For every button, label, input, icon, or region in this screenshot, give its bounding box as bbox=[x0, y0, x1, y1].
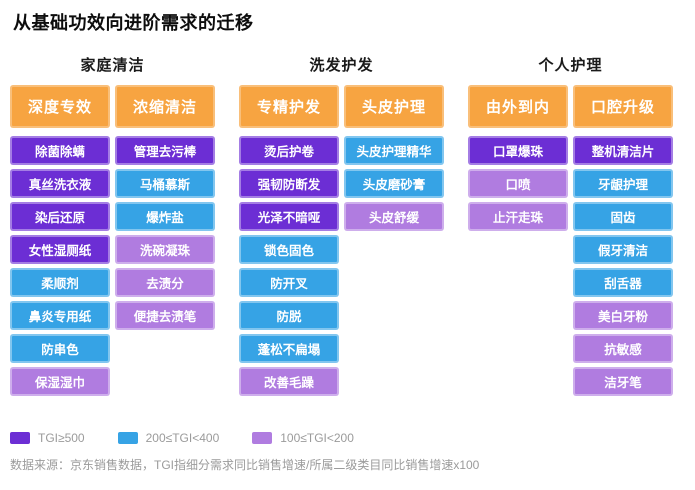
tgi-item-cell: 染后还原 bbox=[10, 202, 110, 231]
legend-item-mid: 200≤TGI<400 bbox=[117, 431, 220, 445]
tgi-item-cell: 真丝洗衣液 bbox=[10, 169, 110, 198]
column-header-cell: 浓缩清洁 bbox=[115, 85, 215, 128]
tgi-item-cell: 便捷去渍笔 bbox=[115, 301, 215, 330]
tgi-item-cell: 改善毛躁 bbox=[239, 367, 339, 396]
category-title: 洗发护发 bbox=[309, 57, 374, 74]
tgi-item-cell: 光泽不暗哑 bbox=[239, 202, 339, 231]
tgi-item-cell: 去渍分 bbox=[115, 268, 215, 297]
column-pair: 深度专效除菌除螨真丝洗衣液染后还原女性湿厕纸柔顺剂鼻炎专用纸防串色保湿湿巾浓缩清… bbox=[10, 85, 215, 396]
tgi-item-cell: 女性湿厕纸 bbox=[10, 235, 110, 264]
tgi-item-cell: 马桶慕斯 bbox=[115, 169, 215, 198]
tgi-item-cell: 口喷 bbox=[468, 169, 568, 198]
tgi-item-cell: 洁牙笔 bbox=[573, 367, 673, 396]
tgi-item-cell: 美白牙粉 bbox=[573, 301, 673, 330]
tgi-item-cell: 烫后护卷 bbox=[239, 136, 339, 165]
tgi-item-cell: 洗碗凝珠 bbox=[115, 235, 215, 264]
category-title: 家庭清洁 bbox=[80, 57, 145, 74]
tgi-item-cell: 柔顺剂 bbox=[10, 268, 110, 297]
tgi-item-cell: 蓬松不扁塌 bbox=[239, 334, 339, 363]
tgi-item-cell: 鼻炎专用纸 bbox=[10, 301, 110, 330]
page-title: 从基础功效向进阶需求的迁移 bbox=[13, 13, 254, 33]
column-header-cell: 专精护发 bbox=[239, 85, 339, 128]
tgi-item-cell: 防串色 bbox=[10, 334, 110, 363]
tgi-item-cell: 保湿湿巾 bbox=[10, 367, 110, 396]
category-group-2: 个人护理由外到内口罩爆珠口喷止汗走珠口腔升级整机清洁片牙龈护理固齿假牙清洁刮舌器… bbox=[468, 54, 673, 396]
legend-label: 100≤TGI<200 bbox=[280, 431, 354, 445]
tgi-board: 家庭清洁深度专效除菌除螨真丝洗衣液染后还原女性湿厕纸柔顺剂鼻炎专用纸防串色保湿湿… bbox=[10, 54, 673, 396]
legend-swatch-low bbox=[252, 432, 273, 444]
tgi-item-cell: 口罩爆珠 bbox=[468, 136, 568, 165]
column-header-cell: 深度专效 bbox=[10, 85, 110, 128]
column-header-cell: 头皮护理 bbox=[344, 85, 444, 128]
tgi-column: 头皮护理头皮护理精华头皮磨砂膏头皮舒缓 bbox=[344, 85, 444, 396]
tgi-item-cell: 强韧防断发 bbox=[239, 169, 339, 198]
data-source-note: 数据来源：京东销售数据，TGI指细分需求同比销售增速/所属二级类目同比销售增速x… bbox=[10, 458, 480, 472]
legend-item-low: 100≤TGI<200 bbox=[252, 431, 354, 445]
legend-swatch-mid bbox=[117, 432, 138, 444]
tgi-item-cell: 固齿 bbox=[573, 202, 673, 231]
tgi-item-cell: 防脱 bbox=[239, 301, 339, 330]
category-group-0: 家庭清洁深度专效除菌除螨真丝洗衣液染后还原女性湿厕纸柔顺剂鼻炎专用纸防串色保湿湿… bbox=[10, 54, 215, 396]
legend-label: 200≤TGI<400 bbox=[145, 431, 220, 445]
tgi-item-cell: 头皮舒缓 bbox=[344, 202, 444, 231]
legend-label: TGI≥500 bbox=[38, 431, 85, 445]
category-title: 个人护理 bbox=[538, 57, 603, 74]
tgi-item-cell: 头皮磨砂膏 bbox=[344, 169, 444, 198]
legend-item-high: TGI≥500 bbox=[10, 431, 85, 445]
category-group-1: 洗发护发专精护发烫后护卷强韧防断发光泽不暗哑锁色固色防开叉防脱蓬松不扁塌改善毛躁… bbox=[239, 54, 444, 396]
tgi-column: 由外到内口罩爆珠口喷止汗走珠 bbox=[468, 85, 568, 396]
tgi-column: 专精护发烫后护卷强韧防断发光泽不暗哑锁色固色防开叉防脱蓬松不扁塌改善毛躁 bbox=[239, 85, 339, 396]
tgi-item-cell: 抗敏感 bbox=[573, 334, 673, 363]
column-header-cell: 由外到内 bbox=[468, 85, 568, 128]
column-pair: 专精护发烫后护卷强韧防断发光泽不暗哑锁色固色防开叉防脱蓬松不扁塌改善毛躁头皮护理… bbox=[239, 85, 444, 396]
tgi-item-cell: 头皮护理精华 bbox=[344, 136, 444, 165]
tgi-item-cell: 牙龈护理 bbox=[573, 169, 673, 198]
column-pair: 由外到内口罩爆珠口喷止汗走珠口腔升级整机清洁片牙龈护理固齿假牙清洁刮舌器美白牙粉… bbox=[468, 85, 673, 396]
legend: TGI≥500 200≤TGI<400 100≤TGI<200 bbox=[10, 431, 354, 445]
tgi-item-cell: 止汗走珠 bbox=[468, 202, 568, 231]
tgi-item-cell: 锁色固色 bbox=[239, 235, 339, 264]
tgi-item-cell: 假牙清洁 bbox=[573, 235, 673, 264]
tgi-item-cell: 防开叉 bbox=[239, 268, 339, 297]
tgi-column: 口腔升级整机清洁片牙龈护理固齿假牙清洁刮舌器美白牙粉抗敏感洁牙笔 bbox=[573, 85, 673, 396]
tgi-item-cell: 刮舌器 bbox=[573, 268, 673, 297]
tgi-column: 深度专效除菌除螨真丝洗衣液染后还原女性湿厕纸柔顺剂鼻炎专用纸防串色保湿湿巾 bbox=[10, 85, 110, 396]
tgi-item-cell: 爆炸盐 bbox=[115, 202, 215, 231]
legend-swatch-high bbox=[10, 432, 30, 444]
tgi-item-cell: 除菌除螨 bbox=[10, 136, 110, 165]
tgi-item-cell: 整机清洁片 bbox=[573, 136, 673, 165]
column-header-cell: 口腔升级 bbox=[573, 85, 673, 128]
tgi-item-cell: 管理去污棒 bbox=[115, 136, 215, 165]
tgi-column: 浓缩清洁管理去污棒马桶慕斯爆炸盐洗碗凝珠去渍分便捷去渍笔 bbox=[115, 85, 215, 396]
